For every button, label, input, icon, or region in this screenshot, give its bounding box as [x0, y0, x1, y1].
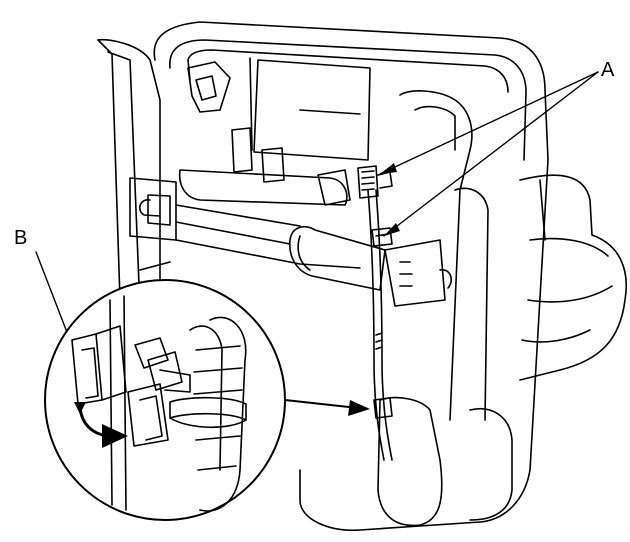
leader-line-b: [35, 251, 71, 341]
mid-frame-details: [178, 109, 361, 206]
left-frame-rail: [97, 38, 171, 311]
action-arrowhead: [74, 402, 128, 448]
detail-pointer-arrow: [284, 399, 359, 409]
detail-circle: [44, 279, 286, 521]
callout-label-b: B: [14, 227, 28, 249]
upper-panel: [187, 57, 371, 161]
lumbar-adjuster: [288, 226, 452, 307]
leader-lines-a: [379, 71, 599, 237]
detail-pointer-arrowhead: [348, 400, 370, 416]
right-side-bolster: [399, 90, 489, 421]
callout-label-a: A: [601, 59, 615, 81]
wire-harness: [367, 189, 393, 461]
seat-cushion: [519, 174, 627, 381]
clip-lower: [373, 397, 393, 419]
arrowheads-a: [380, 163, 400, 236]
lower-crossbar: [129, 177, 361, 269]
seat-back-frame: [153, 21, 549, 531]
